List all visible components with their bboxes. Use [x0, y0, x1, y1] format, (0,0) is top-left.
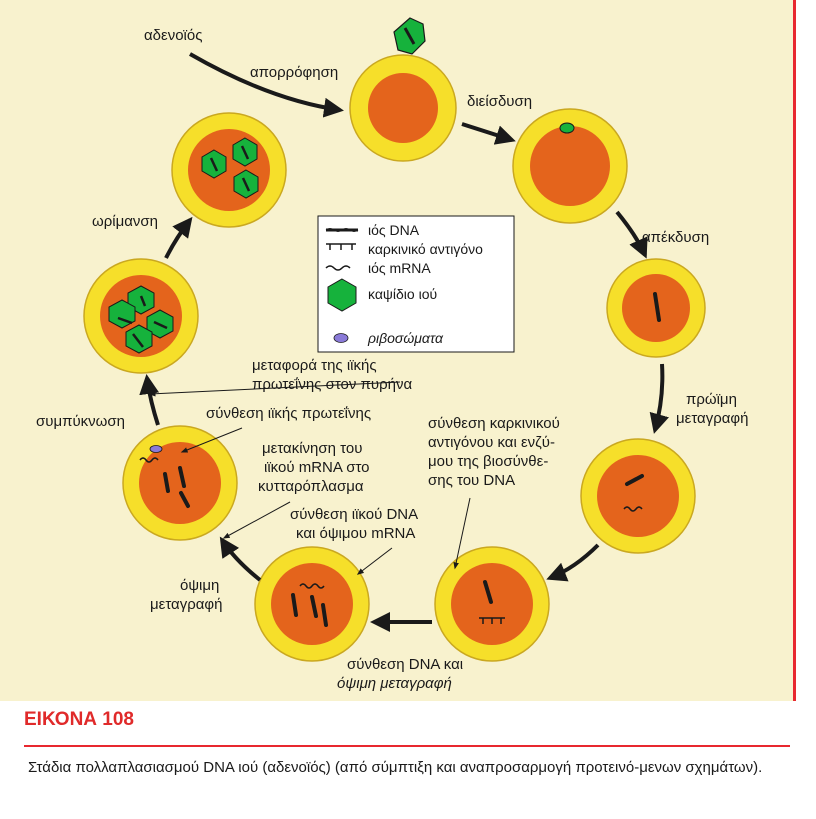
- label-late-1: όψιμη: [180, 577, 219, 594]
- figure-caption: Στάδια πολλαπλασιασμού DNA ιού (αδενοϊός…: [28, 759, 763, 776]
- legend-capsid-icon: [327, 278, 357, 312]
- viral-dna-icon: [483, 580, 493, 604]
- pointer-protein-synthesis: [180, 427, 243, 453]
- label-condensation: συμπύκνωση: [36, 413, 125, 430]
- label-tumor-2: αντιγόνου και ενζύ-: [428, 434, 555, 451]
- label-early-2: μεταγραφή: [676, 410, 749, 427]
- label-tumor-4: σης του DNA: [428, 472, 515, 489]
- virus-capsid-icon: [125, 324, 153, 354]
- cell-late-transcription: [254, 546, 370, 662]
- label-uncoating: απέκδυση: [642, 229, 709, 246]
- label-maturation: ωρίμανση: [92, 213, 158, 230]
- arrow-early-dna: [546, 543, 600, 582]
- legend: ιός DNA καρκινικό αντιγόνο ιός mRNA καψί…: [317, 215, 515, 353]
- viral-dna-icon: [209, 145, 251, 192]
- cell-nucleus: [451, 563, 533, 645]
- tumor-antigen-icon: [479, 617, 505, 624]
- viral-mrna-icon: [139, 457, 159, 463]
- viral-dna-icon: [625, 474, 644, 486]
- arrow-condensation-assembly: [139, 374, 160, 426]
- cell-uncoating: [606, 258, 706, 358]
- arrow-absorption-penetration: [461, 122, 516, 145]
- viral-mrna-icon: [623, 506, 643, 512]
- legend-antigen-icon: [326, 243, 356, 250]
- label-mrna-2: ιϊκού mRNA στο: [264, 459, 370, 476]
- cell-nucleus: [368, 73, 438, 143]
- pointer-mrna-transport: [222, 501, 291, 539]
- cell-penetration: [512, 108, 628, 224]
- pointer-tumor-antigen: [453, 497, 471, 570]
- viral-dna-icon: [653, 292, 661, 322]
- figure-panel: ιός DNA καρκινικό αντιγόνο ιός mRNA καψί…: [0, 0, 796, 701]
- viral-mrna-icon: [299, 583, 325, 589]
- cell-nucleus: [188, 129, 270, 211]
- divider: [24, 745, 790, 747]
- label-absorption: απορρόφηση: [250, 64, 338, 81]
- cell-nucleus: [597, 455, 679, 537]
- legend-mrna-label: ιός mRNA: [368, 260, 431, 276]
- cell-dna-synthesis: [434, 546, 550, 662]
- label-dna-1: σύνθεση DNA και: [347, 656, 463, 673]
- viral-dna-icon: [291, 593, 298, 617]
- ribosome-icon: [149, 445, 163, 453]
- pointer-viral-dna: [356, 547, 393, 575]
- label-tumor-1: σύνθεση καρκινικού: [428, 415, 560, 432]
- cell-maturation: [171, 112, 287, 228]
- virus-capsid-icon: [559, 122, 575, 134]
- label-late-2: μεταγραφή: [150, 596, 223, 613]
- legend-ribosome-label: ριβοσώματα: [367, 330, 444, 346]
- legend-ribosome-icon: [333, 333, 349, 343]
- viral-dna-icon: [179, 491, 190, 508]
- label-virus: αδενοϊός: [144, 27, 202, 44]
- cell-nucleus: [530, 126, 610, 206]
- figure-title: ΕΙΚΟΝΑ 108: [24, 709, 135, 730]
- label-dna-2: όψιμη μεταγραφή: [337, 675, 452, 692]
- label-mrna-1: μετακίνηση του: [262, 440, 362, 457]
- viral-dna-icon: [163, 472, 170, 493]
- label-viral-dna-2: και όψιμου mRNA: [296, 525, 415, 542]
- cell-early-transcription: [580, 438, 696, 554]
- cell-assembly: [83, 258, 199, 374]
- label-transport-2: πρωτεΐνης στον πυρήνα: [252, 376, 412, 393]
- pointer-transport: [148, 381, 401, 397]
- legend-dna-icon: [325, 228, 359, 232]
- label-viral-dna-1: σύνθεση ιϊκού DNA: [290, 506, 418, 523]
- viral-dna-icon: [117, 295, 168, 348]
- label-early-1: πρώϊμη: [686, 391, 737, 408]
- legend-antigen-label: καρκινικό αντιγόνο: [368, 241, 483, 257]
- viral-dna-icon: [178, 466, 186, 488]
- viral-dna-icon: [403, 27, 416, 45]
- arrow-virus-entry: [189, 52, 344, 118]
- viral-dna-icon: [310, 595, 318, 618]
- legend-capsid-label: καψίδιο ιού: [368, 286, 437, 302]
- cell-condensation: [122, 425, 238, 541]
- arrow-assembly-maturation: [164, 216, 193, 259]
- viral-dna-icon: [321, 603, 328, 627]
- cell-absorption: [349, 17, 457, 162]
- arrow-uncoating-early: [649, 363, 669, 434]
- adenovirus-replication-diagram: ιός DNA καρκινικό αντιγόνο ιός mRNA καψί…: [36, 17, 749, 692]
- label-tumor-3: μου της βιοσύνθε-: [428, 453, 548, 470]
- legend-mrna-icon: [325, 265, 351, 271]
- label-transport-1: μεταφορά της ιϊκής: [252, 357, 377, 374]
- label-protein-synthesis: σύνθεση ιϊκής πρωτεΐνης: [206, 405, 371, 422]
- label-mrna-3: κυτταρόπλασμα: [258, 478, 364, 495]
- arrow-penetration-uncoating: [615, 210, 648, 259]
- legend-dna-label: ιός DNA: [368, 222, 420, 238]
- cell-nucleus: [139, 442, 221, 524]
- arrow-late-condensation: [219, 536, 262, 582]
- label-penetration: διείσδυση: [467, 93, 532, 110]
